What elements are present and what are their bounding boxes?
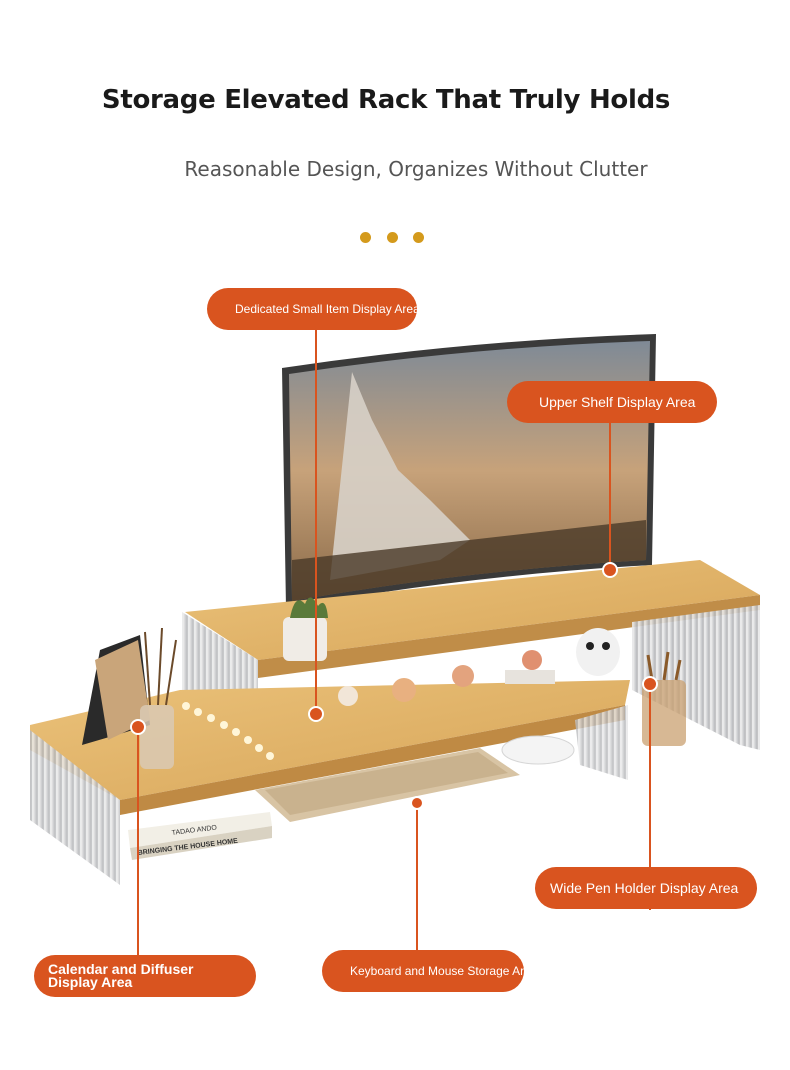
callout-lines	[137, 330, 651, 955]
page-title: Storage Elevated Rack That Truly Holds	[101, 85, 671, 115]
dot-2	[387, 232, 398, 243]
panda-speaker	[576, 628, 620, 676]
led-strip	[182, 702, 274, 760]
callout-label: Dedicated Small Item Display Area	[235, 302, 417, 316]
pen-holder	[642, 651, 686, 746]
callout-calendar-diffuser-area: Calendar and Diffuser Display Area	[34, 955, 256, 997]
decorative-dots	[360, 232, 430, 244]
callout-label: Calendar and Diffuser Display Area	[48, 961, 194, 990]
calendar	[82, 635, 150, 745]
callout-label: Upper Shelf Display Area	[539, 394, 696, 410]
books: TADAO ANDO BRINGING THE HOUSE HOME	[128, 812, 272, 860]
diffuser	[140, 627, 177, 769]
callout-label: Wide Pen Holder Display Area	[550, 880, 739, 896]
page-subtitle: Reasonable Design, Organizes Without Clu…	[184, 157, 648, 181]
lower-shelf	[30, 680, 630, 885]
callout-upper-shelf-area: Upper Shelf Display Area	[507, 381, 717, 423]
dot-3	[413, 232, 424, 243]
dot-1	[360, 232, 371, 243]
keyboard	[255, 748, 520, 822]
callout-keyboard-mouse-area: Keyboard and Mouse Storage Area	[322, 950, 524, 992]
callout-small-item-area: Dedicated Small Item Display Area	[207, 288, 417, 330]
callout-label: Keyboard and Mouse Storage Area	[350, 964, 524, 978]
callout-pen-holder-area: Wide Pen Holder Display Area	[535, 867, 757, 909]
mouse	[501, 735, 575, 765]
callout-points	[130, 562, 658, 810]
figurines	[338, 650, 555, 706]
